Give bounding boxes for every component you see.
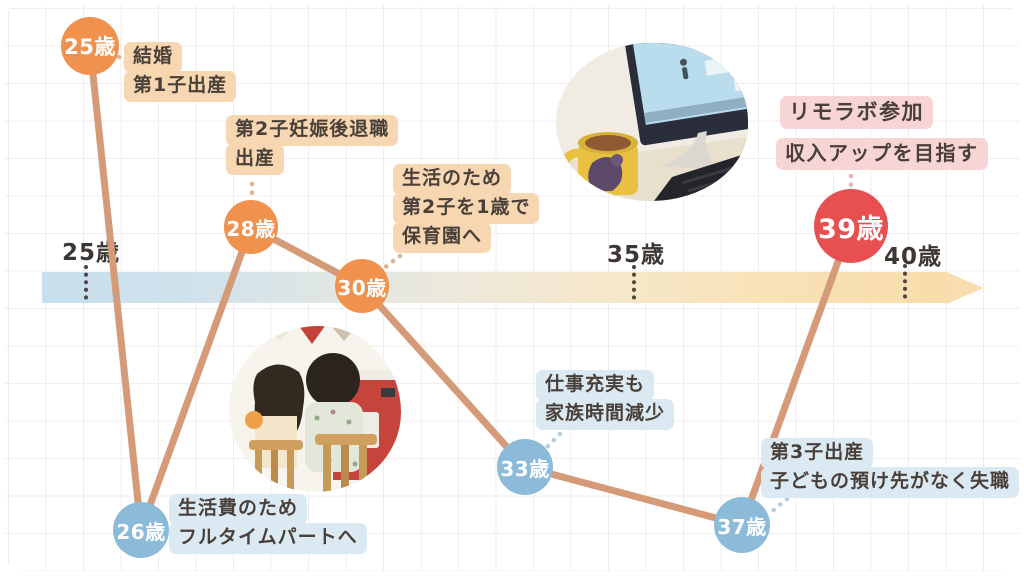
dots-37-label: [767, 496, 790, 516]
event-line: 保育園へ: [393, 221, 492, 253]
event-line: 第2子を1歳で: [393, 192, 540, 224]
event-nursery: 生活のため 第2子を1歳で 保育園へ: [393, 164, 540, 253]
line-30-33: [359, 283, 528, 470]
event-line: 家族時間減少: [536, 398, 675, 430]
event-line: 結婚: [124, 42, 183, 73]
axis-tick-40: 40歳: [884, 244, 943, 270]
event-marriage: 結婚 第1子出産: [124, 42, 237, 102]
node-age-37: 37歳: [714, 497, 770, 553]
event-line: フルタイムパートへ: [169, 522, 367, 554]
line-37-39: [738, 224, 855, 527]
line-33-37: [524, 463, 743, 529]
event-maternity-retire: 第2子妊娠後退職 出産: [226, 115, 399, 175]
event-line: 生活費のため: [169, 494, 308, 525]
event-line: 出産: [226, 143, 285, 175]
line-25-26: [86, 45, 145, 531]
line-28-26: [137, 225, 255, 532]
event-line: 仕事充実も: [536, 370, 655, 401]
dots-30-label: [381, 253, 403, 271]
event-line: リモラボ参加: [780, 96, 933, 130]
node-age-28: 28歳: [224, 200, 278, 254]
axis-tick-35: 35歳: [607, 242, 666, 268]
workspace-photo: [556, 43, 748, 201]
node-age-33: 33歳: [497, 439, 553, 495]
event-third-child: 第3子出産 子どもの預け先がなく失職: [761, 438, 1020, 498]
event-line: 第3子出産: [761, 438, 874, 469]
event-line: 生活のため: [393, 164, 512, 195]
node-age-39: 39歳: [814, 189, 888, 263]
timeline-bar: [42, 272, 948, 303]
node-age-30: 30歳: [335, 259, 389, 313]
children-photo: [229, 326, 401, 492]
event-line: 第1子出産: [124, 70, 237, 102]
children-photo-illustration: [229, 326, 401, 492]
event-line: 第2子妊娠後退職: [226, 115, 399, 146]
timeline-arrow-icon: [946, 271, 984, 304]
event-work-family: 仕事充実も 家族時間減少: [536, 370, 675, 430]
workspace-photo-illustration: [556, 43, 748, 201]
event-line: 子どもの預け先がなく失職: [761, 466, 1020, 498]
node-age-25: 25歳: [61, 17, 119, 75]
event-line: 収入アップを目指す: [776, 138, 988, 170]
event-fulltime-part: 生活費のため フルタイムパートへ: [169, 494, 367, 554]
event-income-goal: 収入アップを目指す: [776, 138, 988, 170]
node-age-26: 26歳: [113, 502, 169, 558]
event-remolab-join: リモラボ参加: [780, 96, 933, 130]
